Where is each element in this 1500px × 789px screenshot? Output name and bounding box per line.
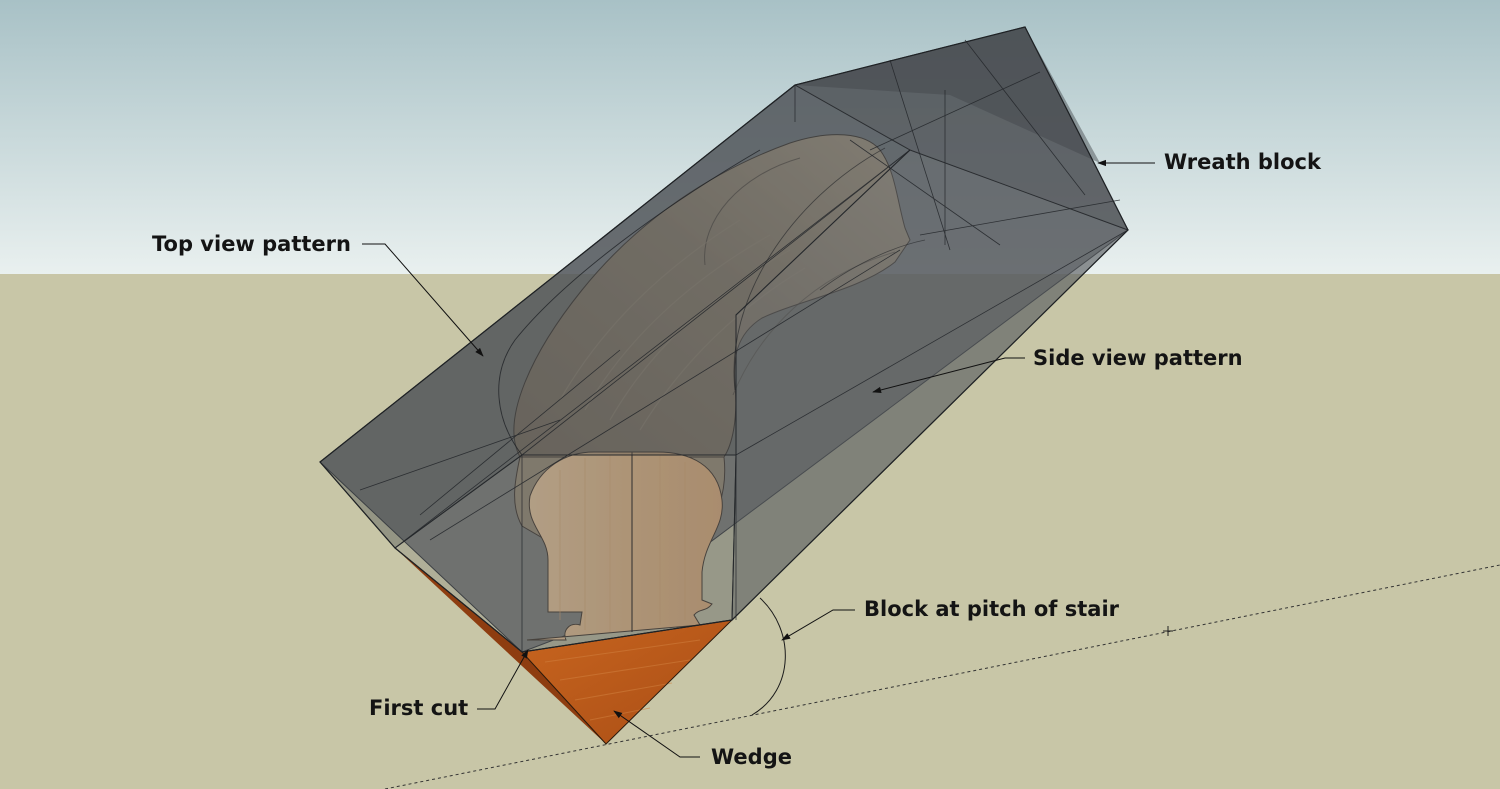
leader-first-cut	[477, 649, 529, 710]
wreath-block	[319, 26, 1129, 653]
label-wedge: Wedge	[711, 745, 792, 769]
leader-wedge	[613, 710, 700, 758]
pitch-angle-arc	[751, 597, 786, 716]
wedge	[394, 547, 734, 745]
leader-side-view-pattern	[872, 357, 1025, 394]
label-first-cut: First cut	[369, 696, 469, 720]
label-block-at-pitch: Block at pitch of stair	[864, 597, 1119, 621]
label-top-view-pattern: Top view pattern	[152, 232, 351, 256]
leader-top-view-pattern	[362, 243, 484, 357]
leader-lines	[362, 159, 1155, 758]
label-side-view-pattern: Side view pattern	[1033, 346, 1243, 370]
leader-block-at-pitch	[781, 609, 855, 641]
guide-point-marker	[1163, 626, 1173, 636]
label-wreath-block: Wreath block	[1164, 150, 1321, 174]
